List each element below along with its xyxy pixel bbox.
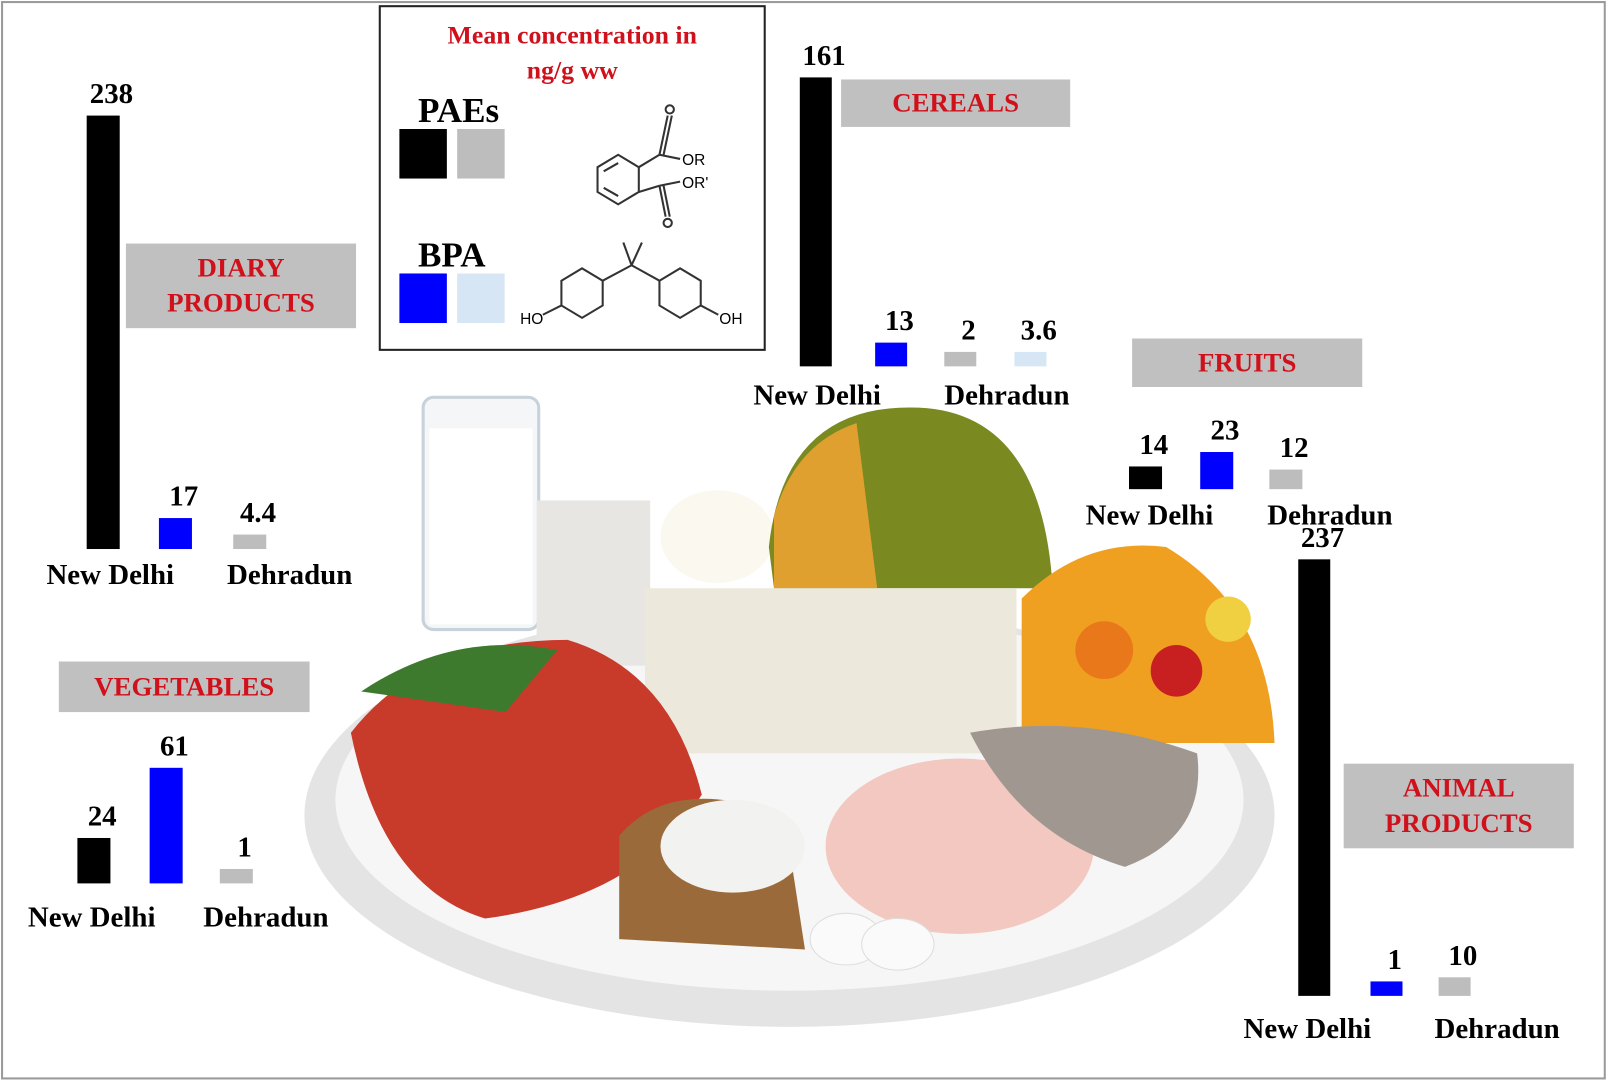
orange [1075,621,1134,680]
legend-swatch-bpa-dehradun [457,273,505,324]
cereals-value-label: 13 [884,305,914,338]
legend-swatch-bpa-new-delhi [399,273,447,324]
fruits-value-label: 23 [1210,414,1240,447]
egg [861,917,935,971]
phthalate-ester-structure: OR OR' [596,104,708,229]
animal-category-new-delhi: New Delhi [1243,1013,1372,1046]
food-plate-illustration [304,395,1275,1027]
lentils [773,423,878,589]
substituent-or: OR [682,152,705,169]
vegetables-bar-new-delhi-paes [77,837,111,884]
fruits-category-new-delhi: New Delhi [1085,499,1214,532]
legend-title-line2: ng/g ww [526,56,618,85]
legend-paes-label: PAEs [417,91,500,131]
animal-bar-new-delhi-paes [1298,559,1331,996]
vegetables-value-label: 1 [237,831,252,864]
animal-bar-dehradun-paes [1438,977,1471,996]
substituent-oh: OH [719,311,742,328]
fruits-bar-new-delhi-bpa [1200,452,1234,490]
animal-bar-new-delhi-bpa [1370,981,1403,996]
cereals-bar-dehradun-paes [944,351,977,367]
vegetables-category-label: VEGETABLES [58,661,310,713]
vegetables-bar-dehradun-paes [219,868,253,884]
rice-image [644,588,1017,754]
legend: Mean concentration in ng/g ww PAEs BPA O… [378,5,766,351]
fruits-category-dehradun: Dehradun [1267,499,1393,532]
animal-category-label: ANIMAL PRODUCTS [1343,763,1574,849]
dairy-value-label: 17 [169,480,199,513]
vegetables-image [350,639,702,919]
paneer-image [536,500,651,666]
dairy-bar-new-delhi-paes [86,115,120,550]
animal-value-label: 10 [1448,940,1478,973]
legend-title-line1: Mean concentration in [447,21,697,50]
animal-category-dehradun: Dehradun [1434,1013,1560,1046]
fruits-image [1021,545,1275,744]
apple [1150,644,1203,697]
cereals-bar-dehradun-bpa [1014,351,1047,367]
dairy-category-new-delhi: New Delhi [46,559,175,592]
vegetables-category-new-delhi: New Delhi [27,901,156,934]
fruits-value-label: 12 [1279,432,1309,465]
dairy-category-dehradun: Dehradun [227,559,353,592]
legend-bpa-label: BPA [417,236,486,275]
vegetables-category-dehradun: Dehradun [203,901,329,934]
bisphenol-a-structure: HO OH [520,242,743,328]
curd-bowl-image [660,490,774,584]
flour [660,799,805,893]
legend-swatch-paes-new-delhi [399,129,447,179]
cereals-category-dehradun: Dehradun [944,379,1070,412]
cereals-bar-new-delhi-bpa [875,343,908,367]
cereals-category-new-delhi: New Delhi [753,379,881,412]
greens [361,644,558,713]
cereals-value-label: 2 [961,314,976,347]
fruits-bar-new-delhi-paes [1129,466,1163,490]
fruits-bar-dehradun-paes [1269,469,1303,490]
vegetables-value-label: 61 [159,730,189,763]
vegetables-bar-new-delhi-bpa [149,767,183,884]
dairy-category-label: DIARY PRODUCTS [125,243,357,329]
cereals-value-label: 3.6 [1020,314,1057,347]
banana [1205,596,1251,642]
substituent-ho: HO [520,311,543,328]
animal-value-label: 1 [1387,944,1402,977]
dairy-bar-dehradun-paes [233,534,267,550]
fruits-category-label: FRUITS [1132,338,1363,387]
substituent-or-prime: OR' [682,175,708,192]
cereals-value-label: 161 [802,40,846,73]
legend-swatch-paes-dehradun [457,129,505,179]
animal-value-label: 237 [1300,522,1345,555]
dairy-bar-new-delhi-bpa [158,518,192,550]
dairy-value-label: 238 [89,78,134,111]
vegetables-value-label: 24 [87,800,117,833]
milk [429,428,533,625]
fruits-value-label: 14 [1139,429,1169,462]
fish-image [970,725,1199,867]
dairy-value-label: 4.4 [239,497,277,530]
cereals-category-label: CEREALS [841,79,1071,127]
cereals-bar-new-delhi-paes [799,77,832,367]
